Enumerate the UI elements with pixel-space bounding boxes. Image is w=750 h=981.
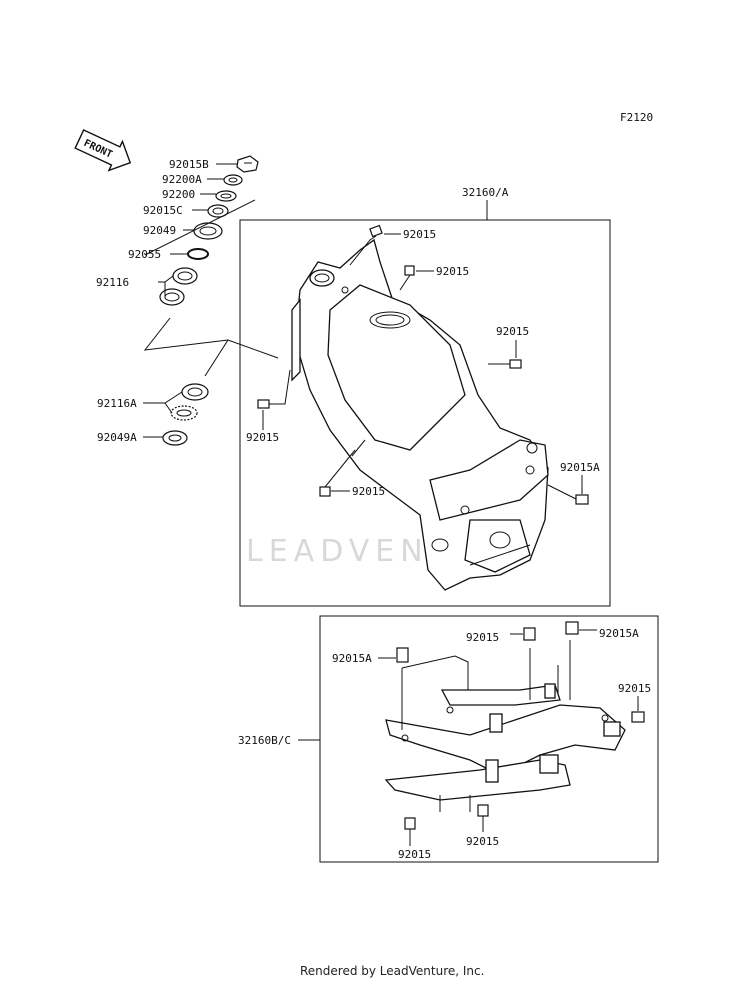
steering-bearing-parts	[143, 155, 279, 446]
part-label: 92015	[466, 631, 499, 644]
part-label: 92200	[162, 188, 195, 201]
part-label: 92015	[352, 485, 385, 498]
seal-icon	[162, 430, 188, 446]
footer-credit: Rendered by LeadVenture, Inc.	[300, 964, 484, 978]
part-label: 92015	[246, 431, 279, 444]
seal-icon	[193, 222, 223, 240]
part-label: 92055	[128, 248, 161, 261]
bolt-icon	[257, 369, 291, 409]
bolt-icon	[477, 804, 489, 817]
bolt-icon	[396, 647, 409, 663]
washer-icon	[223, 174, 243, 186]
bearing-icon	[159, 288, 185, 306]
rear-frame-drawing	[384, 640, 626, 812]
part-label: 92200A	[162, 173, 202, 186]
bolt-icon	[631, 711, 645, 723]
bolt-icon	[565, 621, 579, 635]
bolt-icon	[523, 627, 536, 641]
part-label: 92116	[96, 276, 129, 289]
bolt-icon	[349, 224, 383, 266]
part-label: 92049A	[97, 431, 137, 444]
part-label: 92015B	[169, 158, 209, 171]
part-label: 92015A	[332, 652, 372, 665]
frame-rear-label: 32160B/C	[238, 734, 291, 747]
frame-rear-box	[319, 615, 659, 863]
bearing-icon	[172, 267, 198, 285]
part-label: 92015A	[560, 461, 600, 474]
bolt-icon	[404, 817, 416, 830]
main-frame-drawing	[291, 238, 549, 591]
bolt-icon	[488, 359, 522, 369]
nut-icon	[236, 155, 259, 173]
figure-code: F2120	[620, 111, 653, 124]
part-label: 92015	[466, 835, 499, 848]
bolt-icon	[319, 449, 356, 497]
part-label: 92049	[143, 224, 176, 237]
bearing-icon	[170, 405, 198, 421]
o-ring-icon	[187, 248, 209, 260]
part-label: 92116A	[97, 397, 137, 410]
part-label: 92015C	[143, 204, 183, 217]
part-label: 92015	[618, 682, 651, 695]
part-label: 92015	[496, 325, 529, 338]
nut-icon	[207, 204, 229, 218]
part-label: 92015A	[599, 627, 639, 640]
front-arrow-icon: FRONT	[74, 129, 132, 172]
part-label: 92015	[436, 265, 469, 278]
part-label: 92015	[398, 848, 431, 861]
part-label: 92015	[403, 228, 436, 241]
bolt-icon	[399, 265, 415, 291]
bearing-icon	[181, 383, 209, 401]
frame-main-label: 32160/A	[462, 186, 509, 199]
washer-icon	[215, 190, 237, 202]
frame-main-box	[239, 219, 611, 607]
bolt-icon	[547, 484, 589, 505]
